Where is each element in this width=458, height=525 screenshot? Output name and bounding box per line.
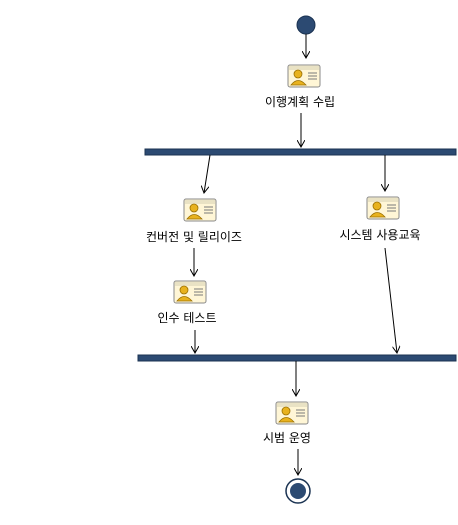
join-bar: [137, 354, 457, 362]
actor-card-icon: [287, 64, 321, 88]
activity-plan[interactable]: 이행계획 수립: [265, 64, 335, 109]
actor-card-icon: [366, 196, 400, 220]
activity-acceptance-label: 인수 테스트: [157, 311, 216, 325]
activity-training[interactable]: 시스템 사용교육: [339, 196, 421, 242]
activity-conversion-label: 컨버전 및 릴리이즈: [146, 230, 242, 244]
activity-acceptance[interactable]: 인수 테스트: [157, 280, 217, 325]
activity-training-label: 시스템 사용교육: [339, 228, 420, 242]
activity-plan-label: 이행계획 수립: [265, 94, 335, 109]
activity-pilot[interactable]: 시범 운영: [263, 401, 311, 445]
final-node: [285, 478, 311, 504]
actor-card-icon: [183, 198, 217, 222]
initial-node: [296, 15, 316, 35]
activity-pilot-label: 시범 운영: [263, 431, 311, 445]
actor-card-icon: [275, 401, 309, 425]
flow-fork-to-conversion: [204, 154, 211, 193]
activity-conversion[interactable]: 컨버전 및 릴리이즈: [146, 198, 242, 244]
actor-card-icon: [173, 280, 207, 304]
fork-bar: [144, 148, 457, 156]
flow-training-to-join: [384, 247, 397, 353]
